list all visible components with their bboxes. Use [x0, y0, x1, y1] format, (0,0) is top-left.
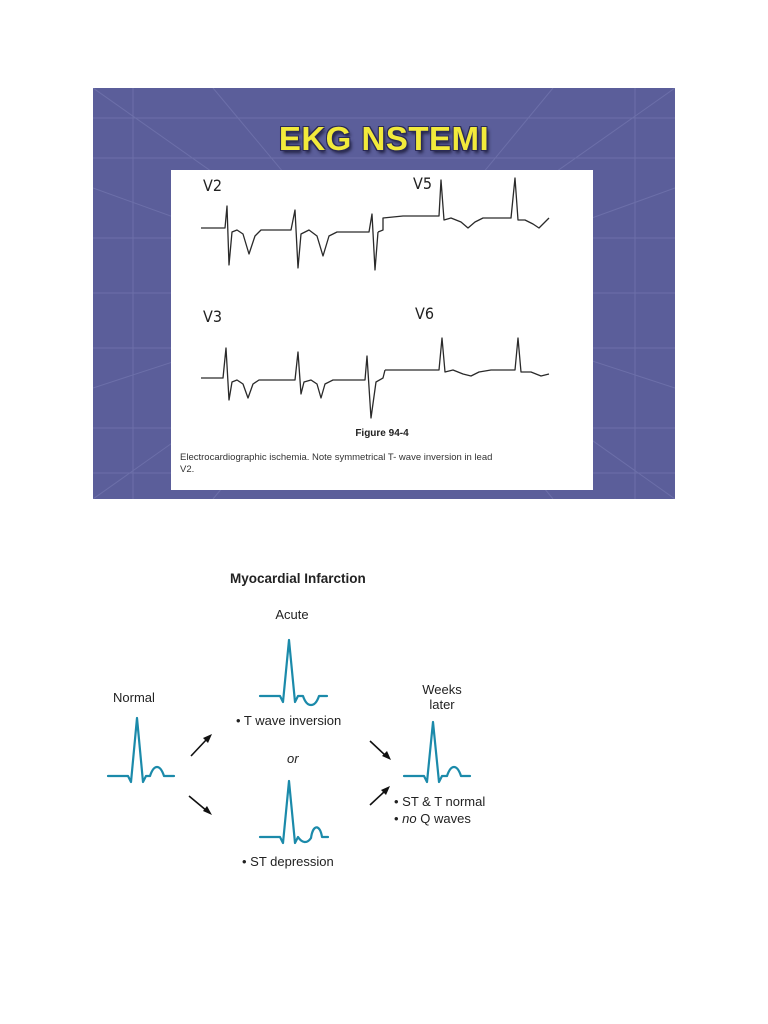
figure-caption-line-2: V2. [180, 464, 195, 475]
lead-label-v3: V3 [203, 307, 223, 326]
ekg-trace-v3 [201, 347, 386, 419]
arrow-to-t-inversion [190, 738, 208, 757]
label-weeks-later: Weeks later [410, 682, 474, 712]
label-st-depression: • ST depression [242, 854, 334, 869]
label-t-wave-inversion: • T wave inversion [236, 713, 342, 728]
ekg-slide: EKG NSTEMI V2 V5 V3 V6 Figure 94-4 Elect… [93, 88, 675, 499]
waveform-st-depression [258, 779, 330, 845]
ekg-figure: V2 V5 V3 V6 Figure 94-4 Electrocardiogra… [171, 170, 593, 490]
arrow-from-st-depression [369, 790, 386, 806]
arrow-to-st-depression [188, 795, 208, 812]
label-later: later [429, 697, 455, 712]
ekg-trace-v5 [377, 177, 550, 233]
figure-caption: Electrocardiographic ischemia. Note symm… [180, 452, 580, 476]
label-acute: Acute [275, 607, 309, 622]
label-st-t-normal: • ST & T normal [394, 794, 486, 809]
waveform-t-inversion [258, 638, 329, 707]
figure-caption-line-1: Electrocardiographic ischemia. Note symm… [180, 452, 493, 463]
waveform-normal [106, 716, 176, 784]
lead-label-v5: V5 [413, 174, 433, 193]
mi-diagram-graphics [106, 638, 472, 845]
ekg-tracings [201, 177, 550, 419]
lead-label-v2: V2 [203, 176, 223, 195]
label-q-waves: Q waves [416, 811, 471, 826]
arrow-from-t-inversion [369, 740, 387, 757]
bullet: • [394, 811, 403, 826]
ekg-trace-v6 [385, 337, 550, 377]
waveform-weeks-later [402, 720, 472, 784]
ekg-trace-v2 [201, 205, 379, 271]
slide-title: EKG NSTEMI [278, 120, 490, 157]
mi-evolution-diagram: Myocardial Infarction Acute Normal • T w… [0, 560, 768, 890]
figure-number: Figure 94-4 [355, 428, 409, 439]
diagram-title: Myocardial Infarction [230, 571, 366, 586]
lead-label-v6: V6 [415, 304, 435, 323]
label-no: no [402, 811, 417, 826]
label-or: or [287, 751, 299, 766]
label-no-q-waves: • no Q waves [394, 811, 471, 826]
label-normal: Normal [113, 690, 155, 705]
label-weeks: Weeks [422, 682, 462, 697]
